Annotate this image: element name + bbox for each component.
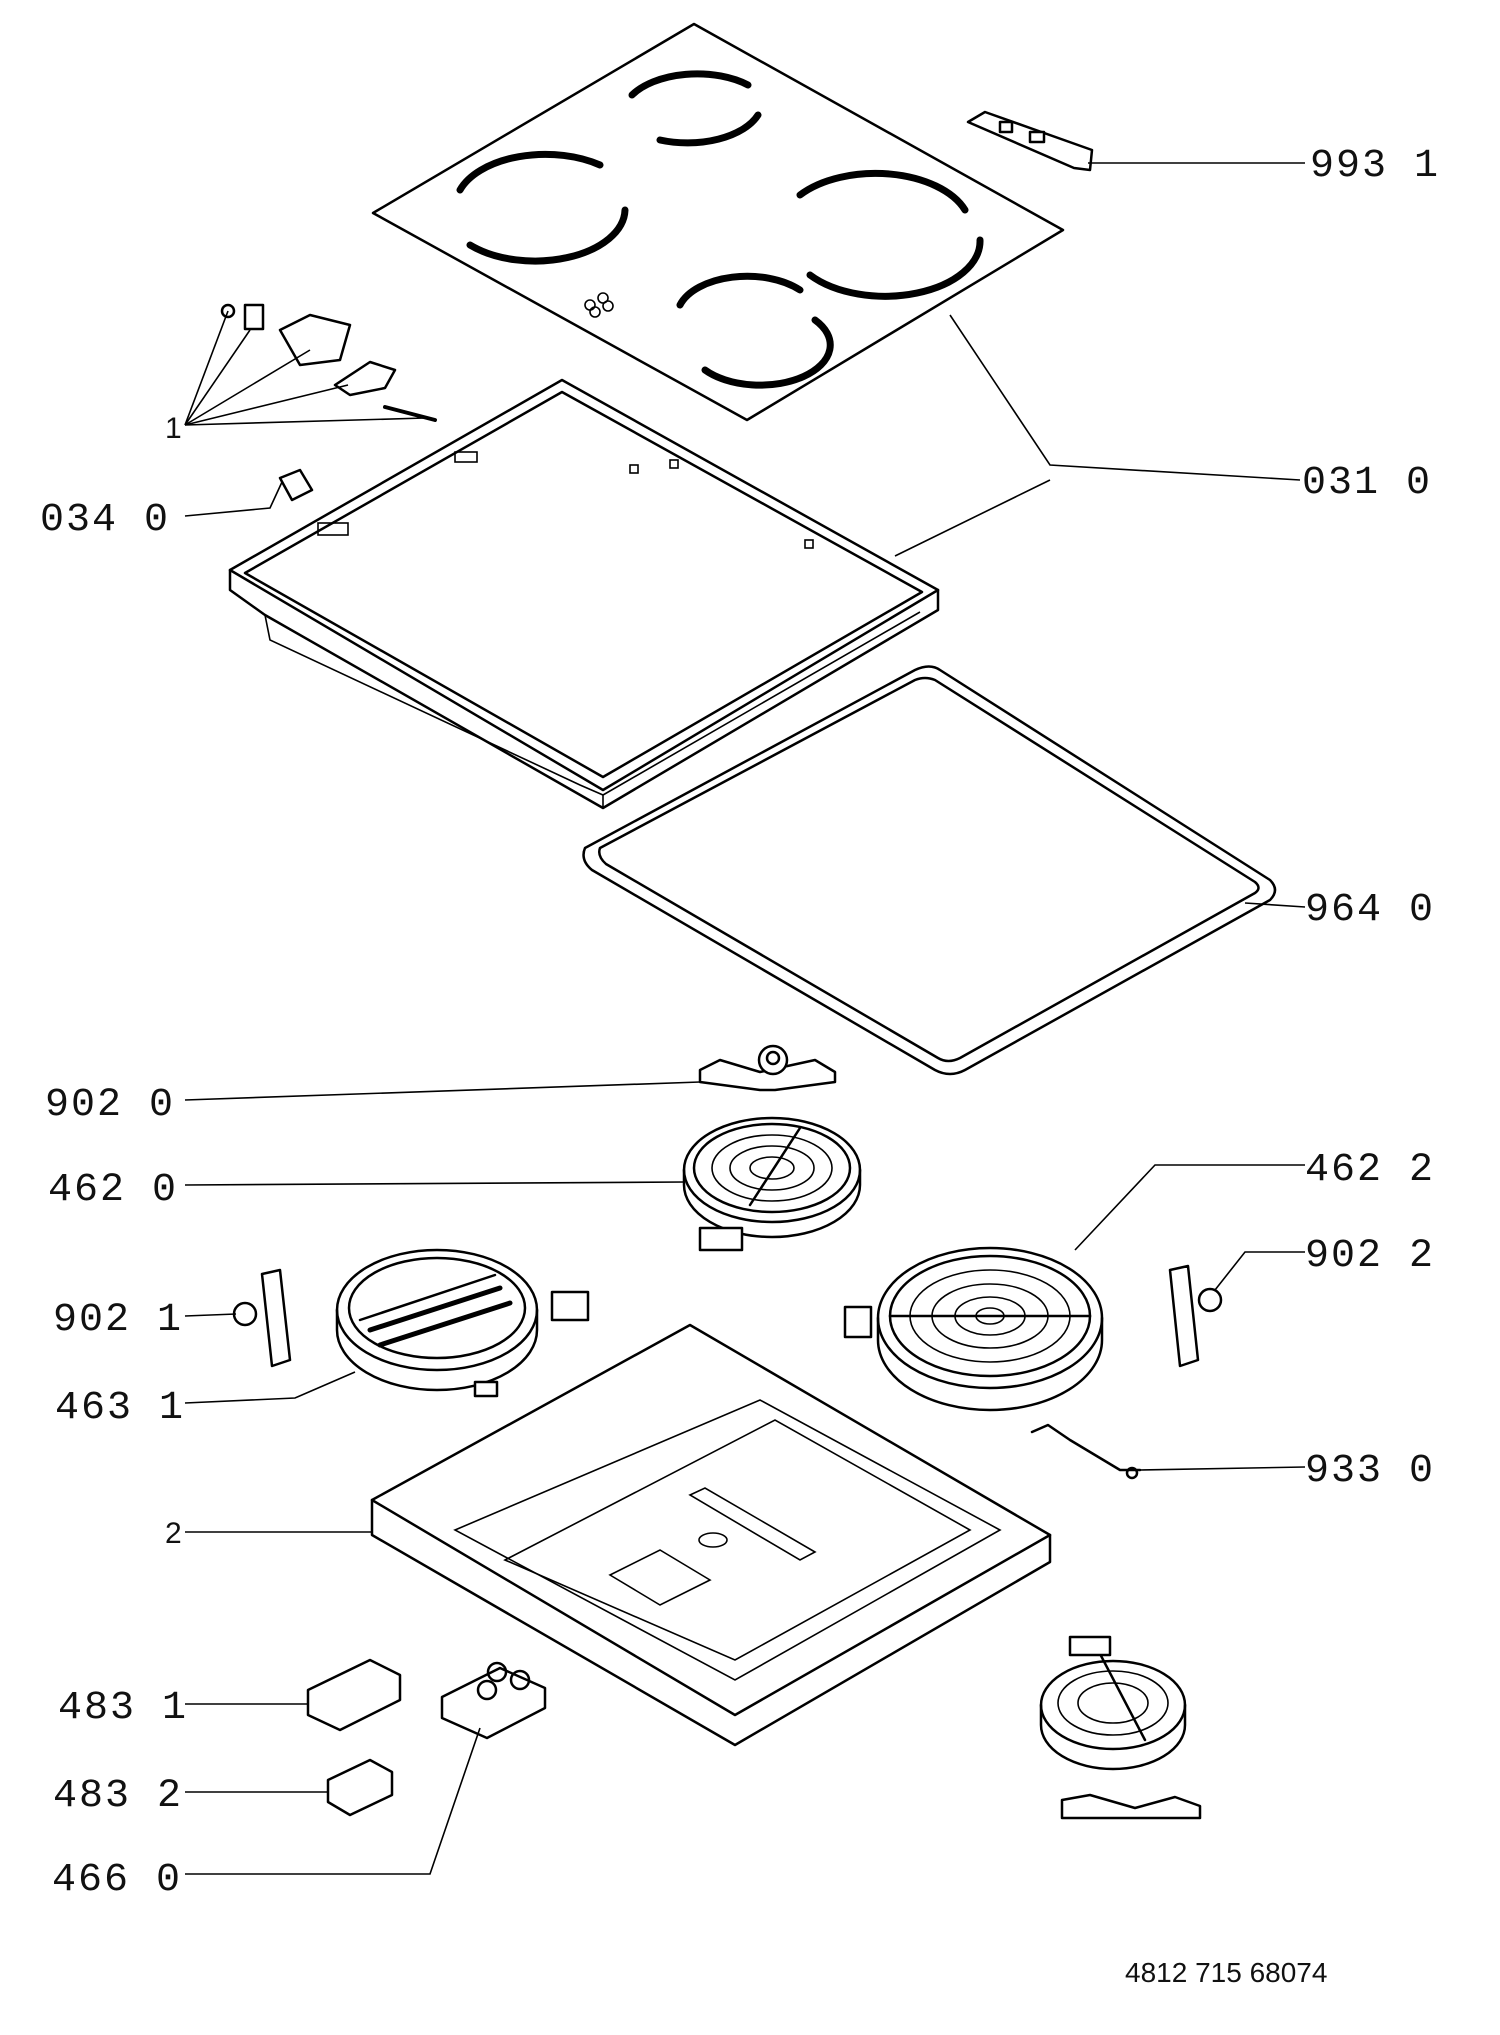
part-466-0-connector bbox=[440, 1661, 547, 1740]
part-902-0-bracket bbox=[698, 1044, 837, 1092]
label-902-2: 902 2 bbox=[1305, 1234, 1435, 1279]
label-933-0: 933 0 bbox=[1305, 1449, 1435, 1494]
document-number: 4812 715 68074 bbox=[1125, 1957, 1327, 1988]
label-993-1: 993 1 bbox=[1310, 144, 1440, 189]
label-2: 2 bbox=[165, 1517, 182, 1550]
fastener-parts-group bbox=[220, 303, 437, 502]
part-462-2-radiant-heater bbox=[843, 1246, 1104, 1412]
label-1: 1 bbox=[165, 412, 182, 445]
label-483-2: 483 2 bbox=[53, 1774, 183, 1819]
part-labels: 993 1 031 0 034 0 1 964 0 902 0 462 0 46… bbox=[40, 144, 1440, 1988]
part-2-base-tray bbox=[370, 1323, 1052, 1747]
part-483-1-switch bbox=[306, 1658, 402, 1732]
label-483-1: 483 1 bbox=[58, 1686, 188, 1731]
part-902-1-bracket bbox=[232, 1268, 292, 1368]
label-462-0: 462 0 bbox=[48, 1168, 178, 1213]
label-902-0: 902 0 bbox=[45, 1083, 175, 1128]
label-964-0: 964 0 bbox=[1305, 888, 1435, 933]
label-031-0: 031 0 bbox=[1302, 461, 1432, 506]
label-466-0: 466 0 bbox=[52, 1858, 182, 1903]
part-964-0-gasket bbox=[582, 665, 1277, 1076]
part-902-2-bracket bbox=[1168, 1264, 1223, 1368]
part-933-0-sensor bbox=[1030, 1423, 1142, 1480]
part-993-1-bracket bbox=[966, 110, 1094, 172]
label-902-1: 902 1 bbox=[53, 1298, 183, 1343]
part-462-0-radiant-heater bbox=[682, 1116, 862, 1252]
label-034-0: 034 0 bbox=[40, 498, 170, 543]
leader-lines bbox=[184, 162, 1306, 1875]
part-463-1-halogen-heater bbox=[335, 1248, 590, 1398]
ceramic-glass-top bbox=[371, 22, 1065, 422]
label-463-1: 463 1 bbox=[55, 1386, 185, 1431]
label-462-2: 462 2 bbox=[1305, 1148, 1435, 1193]
lower-right-radiant-heater bbox=[1039, 1635, 1202, 1820]
hob-frame bbox=[228, 378, 940, 810]
part-483-2-switch bbox=[326, 1758, 394, 1817]
